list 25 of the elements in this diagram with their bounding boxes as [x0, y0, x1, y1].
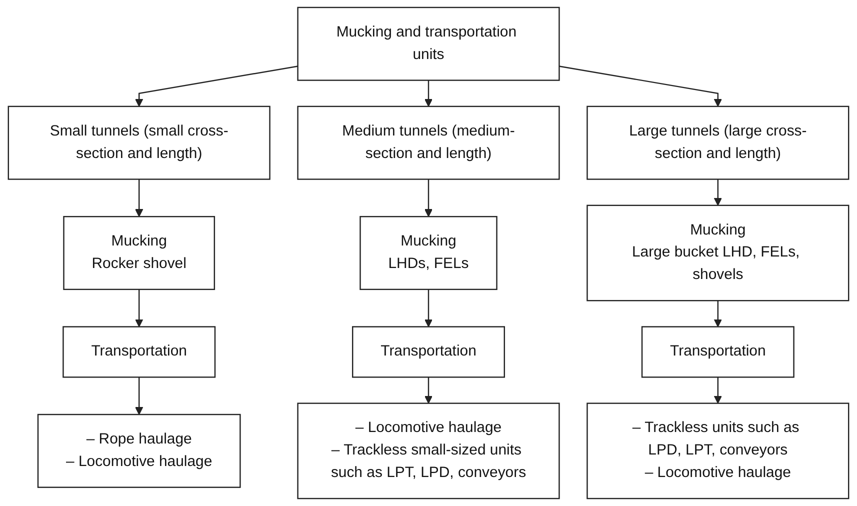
node-box: Transportation	[352, 326, 505, 378]
arrow	[714, 179, 722, 206]
node-box: – Trackless units such as LPD, LPT, conveyors – Locomotive haulage	[586, 402, 850, 500]
arrow	[424, 179, 433, 217]
arrow	[424, 80, 433, 107]
node-box: Mucking and transportation units	[297, 6, 560, 81]
arrow	[714, 300, 722, 328]
node-box: – Rope haulage – Locomotive haulage	[37, 414, 241, 488]
arrow	[559, 66, 722, 107]
arrow	[134, 377, 144, 415]
node-box: Mucking LHDs, FELs	[360, 216, 498, 290]
arrow	[134, 289, 144, 328]
arrow	[134, 66, 298, 107]
node-box: – Locomotive haulage – Trackless small-sized units such as LPT, LPD, conveyors	[297, 402, 560, 500]
arrow	[424, 289, 433, 328]
node-box: Small tunnels (small cross-section and length)	[8, 106, 270, 180]
node-box: Transportation	[62, 326, 216, 378]
node-box: Medium tunnels (medium-section and length)	[297, 106, 560, 180]
arrow	[424, 377, 433, 404]
node-box: Transportation	[641, 326, 794, 378]
node-box: Mucking Rocker shovel	[63, 216, 216, 290]
node-box: Large tunnels (large cross-section and length)	[586, 106, 850, 180]
node-box: Mucking Large bucket LHD, FELs, shovels	[586, 204, 850, 302]
arrow	[134, 179, 144, 217]
arrow	[714, 377, 722, 404]
